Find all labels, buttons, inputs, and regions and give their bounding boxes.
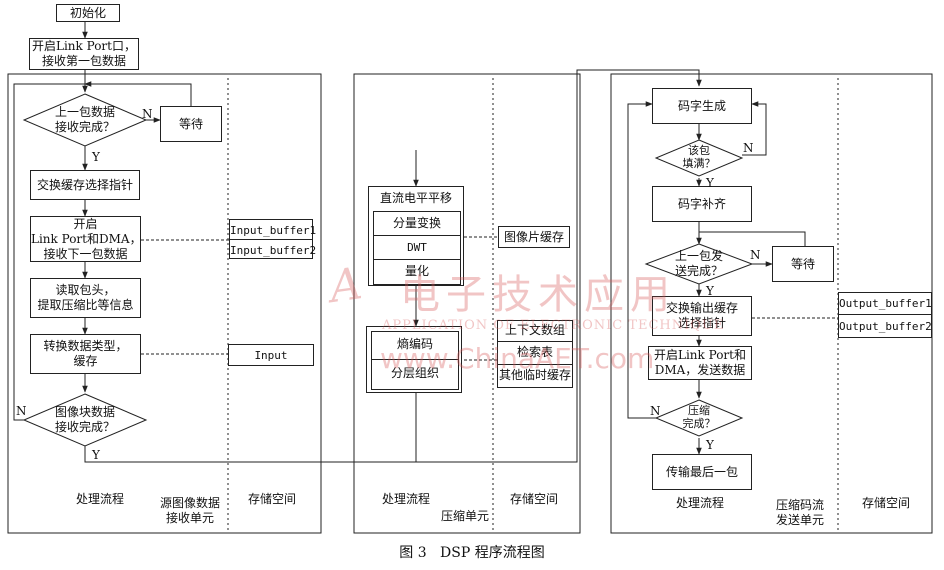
wait-box-2: 等待 (772, 246, 834, 282)
read-header-box: 读取包头， 提取压缩比等信息 (30, 278, 141, 318)
tile-cache-box: 图像片缓存 (498, 226, 570, 248)
panel1-storage-caption: 存储空间 (247, 492, 296, 506)
input-buffer2-label: Input_buffer2 (230, 244, 317, 257)
swap-out-box: 交换输出缓存 选择指针 (652, 296, 752, 336)
y-label-4: Y (706, 284, 714, 298)
input-buffer-box: Input_buffer1 Input_buffer2 (229, 219, 317, 259)
input-box: Input (228, 344, 314, 366)
panel1-frame (7, 73, 322, 534)
comp-trans-label: 分量变换 (392, 216, 441, 230)
lookup-table-label: 检索表 (516, 345, 553, 359)
decision-full-check (654, 139, 744, 177)
wait-label-2: 等待 (790, 257, 815, 271)
init-label: 初始化 (69, 6, 106, 20)
dc-shift-label: 直流电平平移 (379, 191, 452, 205)
open-link-label: 开启Link Port口， 接收第一包数据 (32, 39, 136, 68)
input-label: Input (254, 349, 288, 362)
organize-label: 分层组织 (390, 366, 439, 380)
panel2-unit-caption: 压缩单元 (440, 509, 489, 523)
output-buffer-box: Output_buffer1 Output_buffer2 (838, 292, 932, 338)
full-check-label: 该包 填满？ (682, 144, 716, 170)
done-check-label: 压缩 完成？ (682, 404, 716, 430)
block-check-label: 图像块数据 接收完成？ (54, 405, 115, 434)
panel2-process-caption: 处理流程 (381, 492, 430, 506)
decision-block-check (22, 393, 148, 447)
context-array-label: 上下文数组 (504, 323, 565, 337)
n-label-1: N (142, 107, 153, 121)
dwt-label: DWT (407, 241, 427, 254)
swap-ptr-box: 交换缓存选择指针 (30, 170, 140, 200)
open-dma-box: 开启 Link Port和DMA， 接收下一包数据 (30, 216, 142, 262)
pad-label: 码字补齐 (677, 197, 726, 211)
panel1-process-caption: 处理流程 (75, 492, 124, 506)
open-link-box: 开启Link Port口， 接收第一包数据 (29, 38, 139, 70)
panel3-storage-caption: 存储空间 (861, 496, 910, 510)
panel3-frame (610, 73, 933, 534)
wait-box-1: 等待 (160, 106, 222, 142)
convert-label: 转换数据类型， 缓存 (43, 339, 128, 368)
sent-check-label: 上一包发 送完成？ (674, 249, 723, 278)
wait-label-1: 等待 (178, 117, 203, 131)
init-box: 初始化 (56, 4, 120, 22)
panel2-storage-caption: 存储空间 (509, 492, 558, 506)
pad-box: 码字补齐 (652, 186, 752, 222)
panel1-unit-caption: 源图像数据 接收单元 (159, 496, 220, 525)
y-label-2: Y (92, 448, 100, 462)
decision-sent-check (644, 243, 754, 285)
panel3-unit-caption: 压缩码流 发送单元 (775, 498, 824, 527)
tile-cache-label: 图像片缓存 (503, 230, 564, 244)
n-label-2: N (16, 404, 27, 418)
n-label-5: N (650, 404, 661, 418)
input-buffer1-label: Input_buffer1 (230, 224, 317, 237)
quant-label: 量化 (404, 264, 429, 278)
y-label-5: Y (706, 438, 714, 452)
panel3-process-caption: 处理流程 (675, 496, 724, 510)
output-buffer2-label: Output_buffer2 (839, 320, 932, 333)
swap-ptr-label: 交换缓存选择指针 (36, 178, 133, 192)
panel2-frame (353, 73, 581, 534)
coding-group: 熵编码 分层组织 (366, 326, 462, 393)
codegen-box: 码字生成 (652, 88, 752, 124)
temp-cache-label: 其他临时缓存 (498, 368, 571, 382)
figure-caption: 图 3 DSP 程序流程图 (399, 545, 545, 561)
decision-done-check (654, 399, 744, 437)
read-header-label: 读取包头， 提取压缩比等信息 (37, 283, 134, 312)
transform-group: 直流电平平移 分量变换 DWT 量化 (368, 186, 464, 286)
output-buffer1-label: Output_buffer1 (839, 297, 932, 310)
open-dma-label: 开启 Link Port和DMA， 接收下一包数据 (31, 217, 142, 261)
last-packet-label: 传输最后一包 (665, 465, 738, 479)
y-label-1: Y (92, 150, 100, 164)
n-label-4: N (750, 248, 761, 262)
last-packet-box: 传输最后一包 (652, 454, 752, 490)
encode-label: 熵编码 (396, 337, 433, 351)
y-label-3: Y (706, 176, 714, 190)
open-send-label: 开启Link Port和 DMA，发送数据 (654, 348, 746, 377)
recv-check-label: 上一包数据 接收完成？ (54, 105, 115, 134)
swap-out-label: 交换输出缓存 选择指针 (665, 301, 738, 330)
open-send-box: 开启Link Port和 DMA，发送数据 (648, 346, 752, 380)
convert-box: 转换数据类型， 缓存 (30, 334, 141, 374)
codegen-label: 码字生成 (677, 99, 726, 113)
n-label-3: N (743, 141, 754, 155)
temp-storage-group: 上下文数组 检索表 其他临时缓存 (497, 320, 573, 388)
decision-recv-check (22, 93, 148, 147)
